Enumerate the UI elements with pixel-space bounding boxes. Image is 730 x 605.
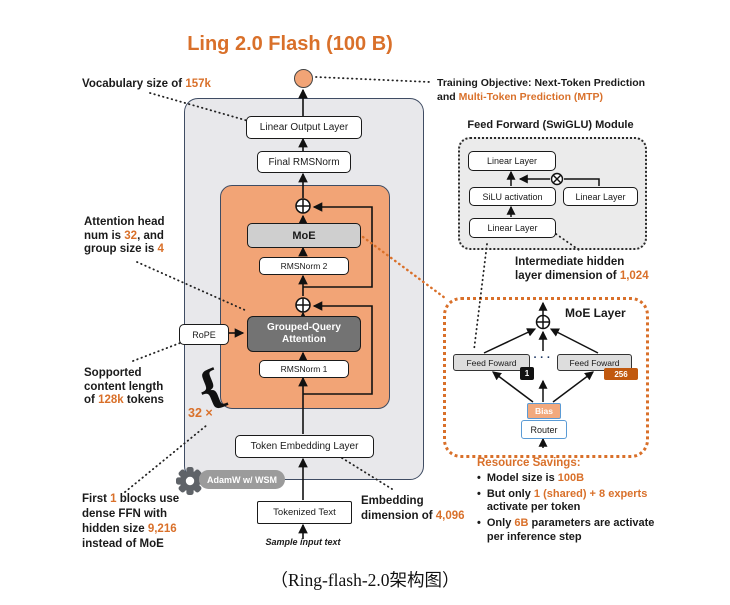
context-l3-post: tokens bbox=[123, 394, 164, 406]
optimizer-pill: AdamW w/ WSM bbox=[199, 470, 285, 489]
attention-l3-pre: group size is bbox=[84, 243, 158, 255]
context-line1: Sopported bbox=[84, 367, 142, 379]
dense-l1-post: blocks use bbox=[116, 493, 180, 505]
context-l3-pre: of bbox=[84, 394, 99, 406]
intermediate-line1: Intermediate hidden bbox=[515, 256, 625, 268]
expert-index-first-badge: 1 bbox=[520, 367, 534, 380]
resource-savings-annotation: Resource Savings: • Model size is 100B •… bbox=[477, 457, 654, 544]
diagram-title: Ling 2.0 Flash (100 B) bbox=[187, 33, 393, 55]
dense-line3: hidden size 9,216 bbox=[82, 522, 179, 537]
context-length-annotation: Sopported content length of 128k tokens bbox=[84, 367, 164, 408]
linear-output-layer-node: Linear Output Layer bbox=[246, 116, 362, 139]
res2-pre: But only bbox=[486, 487, 534, 500]
training-line2: and Multi-Token Prediction (MTP) bbox=[437, 90, 645, 104]
dense-hidden-size-value: 9,216 bbox=[147, 523, 177, 535]
vocab-value: 157k bbox=[185, 78, 211, 90]
prediction-token-circle bbox=[294, 69, 313, 88]
attention-heads-value: 32 bbox=[124, 229, 138, 242]
rmsnorm1-node: RMSNorm 1 bbox=[259, 360, 349, 378]
resource-item-2-text: But only 1 (shared) + 8 experts activate… bbox=[487, 488, 647, 515]
dense-blocks-value: 1 bbox=[110, 493, 117, 505]
swiglu-module-title: Feed Forward (SwiGLU) Module bbox=[467, 119, 634, 131]
resource-item-2: • But only 1 (shared) + 8 experts activa… bbox=[477, 488, 654, 515]
swiglu-linear-right-node: Linear Layer bbox=[563, 187, 638, 206]
moe-layer-title: MoE Layer bbox=[565, 306, 626, 320]
resource-item-1-text: Model size is 100B bbox=[487, 472, 584, 486]
context-line2: content length bbox=[84, 380, 164, 393]
attention-l2-pre: num is bbox=[84, 229, 125, 242]
res3-pre: Only bbox=[486, 517, 515, 529]
attention-line3: group size is 4 bbox=[84, 243, 165, 257]
rmsnorm2-node: RMSNorm 2 bbox=[259, 257, 349, 275]
res3-post: parameters are activate bbox=[528, 517, 655, 529]
training-line1: Training Objective: Next-Token Predictio… bbox=[437, 77, 646, 89]
resource-item-3: • Only 6B parameters are activate per in… bbox=[477, 517, 654, 544]
gqa-label-line1: Grouped-Query bbox=[267, 322, 341, 333]
embedding-line1: Embedding bbox=[361, 495, 424, 507]
dense-ffn-annotation: First 1 blocks use dense FFN with hidden… bbox=[82, 492, 179, 552]
rope-node: RoPE bbox=[179, 324, 229, 345]
figure-caption: （Ring-flash-2.0架构图） bbox=[270, 570, 460, 590]
gqa-label-line2: Attention bbox=[282, 334, 326, 345]
expert-index-last-badge: 256 bbox=[604, 368, 638, 380]
embedding-dim-value: 4,096 bbox=[435, 510, 465, 522]
attention-line1: Attention head bbox=[84, 216, 165, 228]
group-size-value: 4 bbox=[157, 243, 164, 255]
res1-pre: Model size is bbox=[486, 471, 558, 484]
dense-l1-pre: First bbox=[82, 493, 111, 505]
moe-experts-ellipsis: · · · bbox=[533, 352, 551, 364]
context-length-value: 128k bbox=[98, 394, 124, 406]
layers-count-value: 32 × bbox=[188, 406, 213, 420]
bullet-icon: • bbox=[477, 517, 481, 529]
dense-line2: dense FFN with bbox=[82, 508, 167, 520]
model-size-value: 100B bbox=[557, 471, 585, 484]
context-line3: of 128k tokens bbox=[84, 394, 164, 408]
swiglu-linear-top-node: Linear Layer bbox=[468, 151, 556, 171]
attention-annotation: Attention head num is 32, and group size… bbox=[84, 216, 165, 257]
moe-feed-forward-left-node: Feed Foward bbox=[453, 354, 530, 371]
moe-node: MoE bbox=[247, 223, 361, 248]
embedding-dim-annotation: Embedding dimension of 4,096 bbox=[361, 494, 465, 524]
bias-node: Bias bbox=[527, 403, 561, 419]
resource-savings-title: Resource Savings: bbox=[477, 457, 581, 469]
attention-l2-post: , and bbox=[137, 229, 164, 242]
final-rmsnorm-node: Final RMSNorm bbox=[257, 151, 351, 173]
swiglu-silu-node: SiLU activation bbox=[469, 187, 556, 206]
router-node: Router bbox=[521, 420, 567, 439]
bullet-icon: • bbox=[477, 487, 481, 500]
dense-l3-pre: hidden size bbox=[82, 523, 148, 535]
mtp-value: Multi-Token Prediction (MTP) bbox=[458, 91, 604, 103]
resource-item-1: • Model size is 100B bbox=[477, 472, 654, 486]
intermediate-line2: layer dimension of 1,024 bbox=[515, 269, 649, 283]
sample-input-text: Sample input text bbox=[265, 537, 341, 547]
bullet-icon: • bbox=[477, 471, 481, 484]
embedding-l2-pre: dimension of bbox=[361, 510, 436, 522]
intermediate-dim-value: 1,024 bbox=[619, 270, 649, 282]
tokenized-text-node: Tokenized Text bbox=[257, 501, 352, 524]
vocab-annotation: Vocabulary size of 157k bbox=[82, 78, 211, 92]
dense-line4: instead of MoE bbox=[82, 538, 164, 550]
intermediate-dim-annotation: Intermediate hidden layer dimension of 1… bbox=[515, 255, 649, 283]
res2-line2: activate per token bbox=[486, 501, 581, 513]
training-objective-annotation: Training Objective: Next-Token Predictio… bbox=[437, 76, 645, 104]
swiglu-linear-bottom-node: Linear Layer bbox=[469, 218, 556, 238]
res3-line2: per inference step bbox=[486, 530, 582, 543]
intermediate-l2-pre: layer dimension of bbox=[515, 270, 620, 282]
token-embedding-layer-node: Token Embedding Layer bbox=[235, 435, 374, 458]
experts-active-value: 1 (shared) + 8 experts bbox=[533, 487, 648, 500]
vocab-text: Vocabulary size of bbox=[82, 78, 186, 90]
moe-feed-forward-right-node: Feed Foward bbox=[557, 354, 632, 371]
dense-line1: First 1 blocks use bbox=[82, 492, 179, 507]
active-params-value: 6B bbox=[514, 517, 529, 529]
resource-item-3-text: Only 6B parameters are activate per infe… bbox=[487, 517, 655, 544]
training-l2-pre: and bbox=[437, 91, 459, 103]
layers-count-label: 32 × bbox=[188, 406, 213, 421]
attention-line2: num is 32, and bbox=[84, 230, 165, 244]
grouped-query-attention-node: Grouped-Query Attention bbox=[247, 316, 361, 352]
embedding-line2: dimension of 4,096 bbox=[361, 509, 465, 524]
